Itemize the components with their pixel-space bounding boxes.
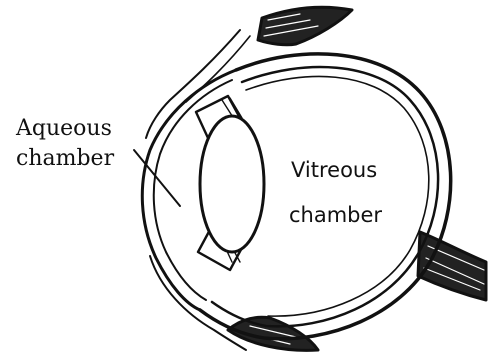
upper-muscle <box>258 7 352 45</box>
retina-line-inner <box>246 76 429 316</box>
aqueous-label-line1: Aqueous <box>16 116 112 141</box>
lower-eyelid <box>150 256 246 350</box>
aqueous-label-line2: chamber <box>16 146 114 171</box>
vitreous-label-line1: Vitreous <box>291 158 377 182</box>
vitreous-label-line2: chamber <box>289 203 382 227</box>
lens <box>200 116 264 252</box>
